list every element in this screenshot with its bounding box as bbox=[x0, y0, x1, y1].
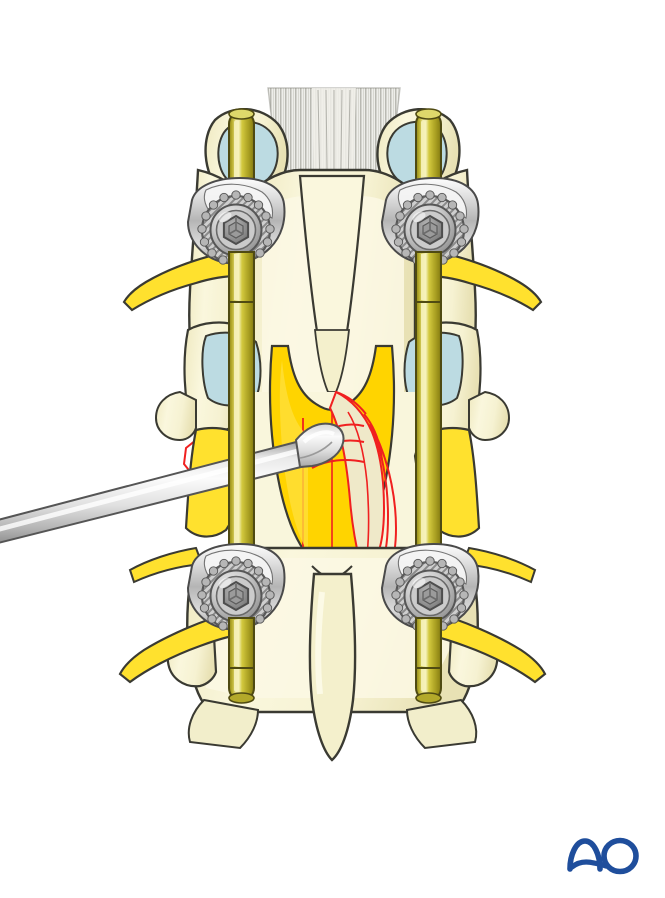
nerve-root-left-lower bbox=[118, 610, 244, 684]
nerve-roots-upper bbox=[122, 250, 543, 312]
ao-logo bbox=[563, 832, 645, 878]
rod-front-segments bbox=[228, 251, 442, 669]
accessory-process-right bbox=[468, 390, 511, 442]
nerve-root-right-upper bbox=[425, 250, 543, 312]
inferior-wing-left bbox=[187, 698, 260, 750]
nerve-root-left-upper bbox=[122, 250, 240, 312]
accessory-process-left bbox=[154, 390, 197, 442]
transverse-process-left bbox=[128, 546, 204, 584]
nerve-roots-lower bbox=[118, 546, 547, 684]
inferior-wing-right bbox=[405, 698, 478, 750]
nerve-root-right-lower bbox=[421, 610, 547, 684]
ao-logo-mark bbox=[567, 837, 639, 875]
